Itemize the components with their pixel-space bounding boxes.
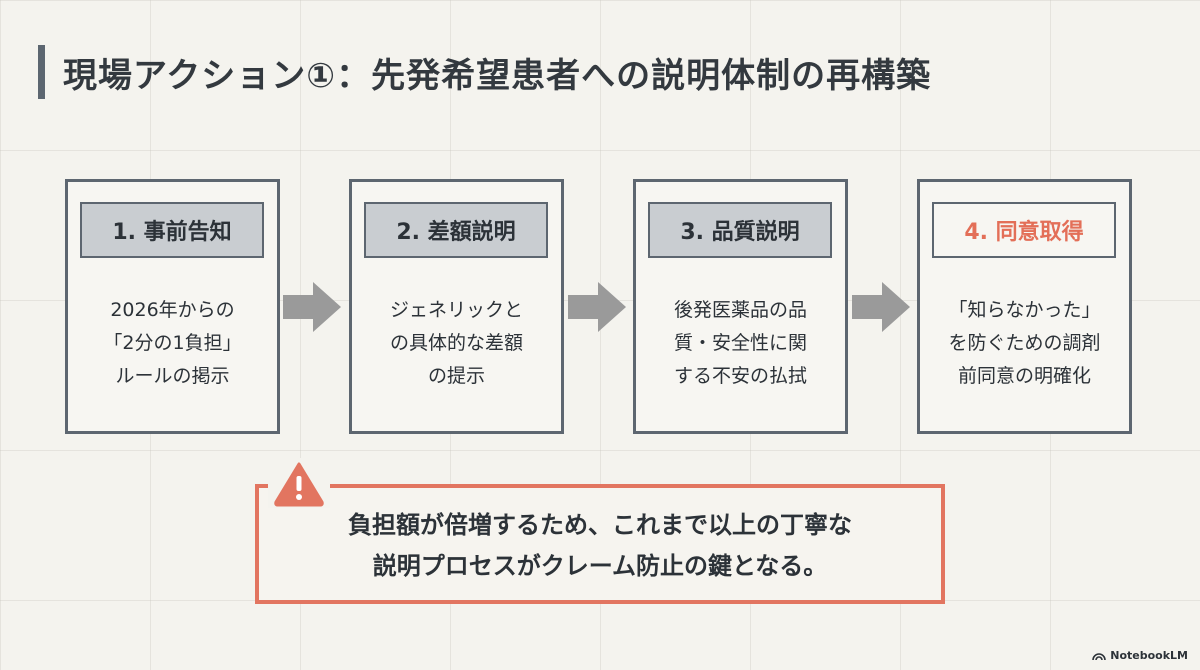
arrow-icon: [568, 282, 626, 332]
step-4-line-2: を防ぐための調剤: [948, 332, 1101, 354]
step-1-description: 2026年からの 「2分の1負担」 ルールの掲示: [76, 294, 269, 393]
step-1-line-2: 「2分の1負担」: [103, 332, 242, 354]
step-3-label: 3. 品質説明: [648, 202, 832, 258]
notebooklm-logo-icon: [1092, 652, 1107, 660]
step-1-label: 1. 事前告知: [80, 202, 264, 258]
step-2-line-3: の提示: [427, 365, 485, 387]
arrow-icon: [852, 282, 910, 332]
step-1-line-3: ルールの掲示: [115, 365, 230, 387]
callout-line-1: 負担額が倍増するため、これまで以上の丁寧な: [348, 511, 852, 539]
step-box-3: 3. 品質説明 後発医薬品の品 質・安全性に関 する不安の払拭: [633, 179, 848, 434]
step-3-line-3: する不安の払拭: [673, 365, 807, 387]
step-4-description: 「知らなかった」 を防ぐための調剤 前同意の明確化: [928, 294, 1121, 393]
step-1-line-1: 2026年からの: [110, 299, 235, 321]
warning-icon: [268, 458, 330, 508]
step-box-4: 4. 同意取得 「知らなかった」 を防ぐための調剤 前同意の明確化: [917, 179, 1132, 434]
step-3-line-1: 後発医薬品の品: [673, 299, 807, 321]
slide-title-area: 現場アクション①：先発希望患者への説明体制の再構築: [38, 44, 931, 100]
callout-line-2: 説明プロセスがクレーム防止の鍵となる。: [372, 552, 828, 580]
arrow-icon: [283, 282, 341, 332]
step-box-2: 2. 差額説明 ジェネリックと の具体的な差額 の提示: [349, 179, 564, 434]
step-3-description: 後発医薬品の品 質・安全性に関 する不安の払拭: [644, 294, 837, 393]
warning-callout: 負担額が倍増するため、これまで以上の丁寧な 説明プロセスがクレーム防止の鍵となる…: [255, 484, 945, 604]
brand-logo: NotebookLM: [1092, 649, 1188, 662]
step-3-line-2: 質・安全性に関: [673, 332, 807, 354]
slide-title: 現場アクション①：先発希望患者への説明体制の再構築: [63, 55, 932, 96]
callout-message: 負担額が倍増するため、これまで以上の丁寧な 説明プロセスがクレーム防止の鍵となる…: [259, 505, 941, 587]
step-4-line-3: 前同意の明確化: [957, 365, 1091, 387]
step-box-1: 1. 事前告知 2026年からの 「2分の1負担」 ルールの掲示: [65, 179, 280, 434]
brand-name: NotebookLM: [1110, 649, 1188, 662]
step-2-line-2: の具体的な差額: [389, 332, 523, 354]
step-2-description: ジェネリックと の具体的な差額 の提示: [360, 294, 553, 393]
step-2-line-1: ジェネリックと: [389, 299, 523, 321]
step-4-line-1: 「知らなかった」: [948, 299, 1101, 321]
step-4-label: 4. 同意取得: [932, 202, 1116, 258]
step-2-label: 2. 差額説明: [364, 202, 548, 258]
title-accent-bar: [38, 45, 45, 99]
